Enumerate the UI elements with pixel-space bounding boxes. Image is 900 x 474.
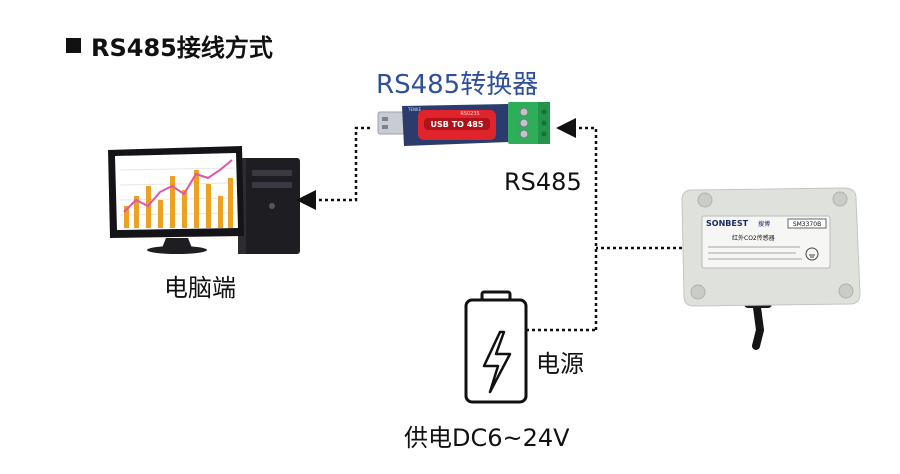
bullet-square-icon <box>66 38 81 53</box>
sensor-brand-cn: 搜博 <box>758 220 770 228</box>
battery-icon <box>464 290 528 404</box>
converter-model-text: RS0235 <box>460 111 479 117</box>
computer-label: 电脑端 <box>164 274 236 302</box>
sensor-model: SM3370B <box>793 221 821 228</box>
screen-line-chart <box>123 159 233 213</box>
power-label: 电源 <box>536 350 584 378</box>
line-converter <box>556 118 598 330</box>
page-title: RS485接线方式 <box>66 28 273 63</box>
converter-brand-text: TENKE <box>407 107 422 112</box>
sensor-cable <box>752 296 765 350</box>
title-text: RS485接线方式 <box>91 34 273 62</box>
converter-usb-text: USB TO 485 <box>431 120 484 129</box>
co2-sensor-icon: SONBEST 搜博 SM3370B 红外CO2传感器 <box>681 187 861 350</box>
ground-symbol-icon <box>805 247 819 261</box>
power-supply-label: 供电DC6~24V <box>404 424 570 452</box>
sensor-name: 红外CO2传感器 <box>732 234 775 242</box>
computer-icon <box>108 146 300 254</box>
converter-label: RS485转换器 <box>376 70 539 100</box>
sensor-brand: SONBEST <box>706 219 749 228</box>
screen-bar-chart <box>124 170 233 228</box>
rs485-converter-icon: USB TO 485 RS0235 TENKE <box>377 102 550 146</box>
monitor-stand <box>147 246 207 254</box>
sensor-label <box>701 215 831 269</box>
line-computer <box>296 126 370 210</box>
rs485-bus-label: RS485 <box>504 168 582 196</box>
